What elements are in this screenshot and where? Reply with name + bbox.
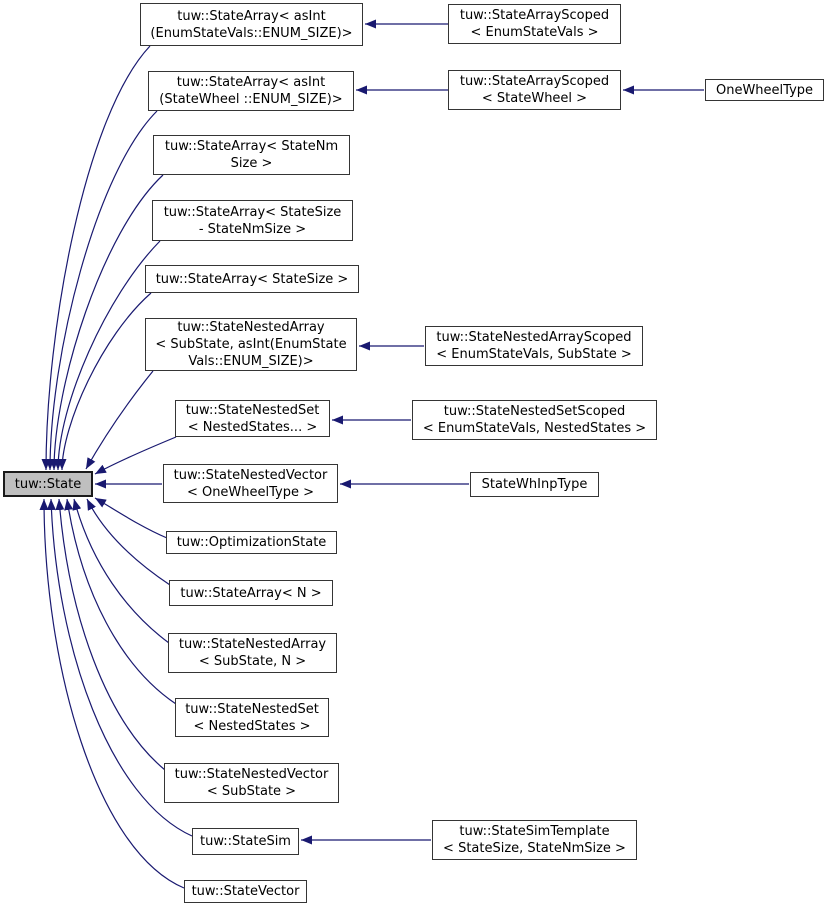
node-statenestedarrayscoped[interactable]: tuw::StateNestedArrayScoped < EnumStateV…	[425, 326, 643, 366]
node-statesimtemplate[interactable]: tuw::StateSimTemplate < StateSize, State…	[432, 820, 637, 860]
node-statenestedset-variadic[interactable]: tuw::StateNestedSet < NestedStates... >	[175, 400, 330, 437]
node-statearrayscoped-statewheel[interactable]: tuw::StateArrayScoped < StateWheel >	[448, 70, 621, 110]
edge-statearray-statewheel-to-state	[45, 110, 158, 471]
edge-statearray-statenmsize-to-state	[49, 174, 164, 471]
node-statenestedvector-substate[interactable]: tuw::StateNestedVector < SubState >	[164, 763, 339, 803]
edge-statearray-n-to-state	[86, 498, 171, 586]
edge-statesim-to-state	[46, 498, 193, 837]
node-statenestedarray-substate-enum[interactable]: tuw::StateNestedArray < SubState, asInt(…	[145, 318, 357, 371]
node-statenestedset-nestedstates[interactable]: tuw::StateNestedSet < NestedStates >	[175, 698, 329, 737]
node-statewhinptype[interactable]: StateWhInpType	[470, 472, 599, 497]
edge-statevector-to-state	[39, 498, 185, 889]
node-statearray-statewheel[interactable]: tuw::StateArray< asInt (StateWheel ::ENU…	[148, 71, 354, 111]
node-statearray-statesize-minus[interactable]: tuw::StateArray< StateSize - StateNmSize…	[152, 200, 353, 241]
node-statearray-statesize[interactable]: tuw::StateArray< StateSize >	[145, 265, 359, 293]
edge-statenestedarray-substate-enum-to-state	[85, 370, 154, 470]
edge-optimizationstate-to-state	[94, 497, 168, 539]
node-statenestedvector-onewheeltype[interactable]: tuw::StateNestedVector < OneWheelType >	[163, 464, 338, 503]
edge-statenestedarray-substate-n-to-state	[72, 498, 170, 644]
node-onewheeltype[interactable]: OneWheelType	[705, 79, 824, 101]
node-statenestedarray-substate-n[interactable]: tuw::StateNestedArray < SubState, N >	[168, 633, 337, 673]
node-tuw-state: tuw::State	[3, 471, 93, 497]
edge-statearray-statesize-minus-to-state	[53, 240, 161, 471]
node-statesim[interactable]: tuw::StateSim	[192, 828, 299, 855]
node-statearray-n[interactable]: tuw::StateArray< N >	[169, 580, 333, 606]
edge-statearray-enumstatevals-to-state	[41, 45, 151, 471]
node-statevector[interactable]: tuw::StateVector	[184, 880, 307, 903]
node-statenestedsetscoped[interactable]: tuw::StateNestedSetScoped < EnumStateVal…	[412, 400, 657, 440]
edge-statenestedset-variadic-to-state	[94, 436, 177, 475]
node-optimizationstate[interactable]: tuw::OptimizationState	[166, 531, 337, 554]
edge-statenestedset-nestedstates-to-state	[64, 498, 177, 705]
node-statearrayscoped-enumstatevals[interactable]: tuw::StateArrayScoped < EnumStateVals >	[448, 4, 621, 44]
node-statearray-statenmsize[interactable]: tuw::StateArray< StateNm Size >	[153, 135, 350, 175]
edge-statenestedvector-substate-to-state	[55, 498, 166, 771]
node-statearray-enumstatevals[interactable]: tuw::StateArray< asInt (EnumStateVals::E…	[140, 3, 363, 46]
edge-statearray-statesize-to-state	[57, 292, 152, 471]
